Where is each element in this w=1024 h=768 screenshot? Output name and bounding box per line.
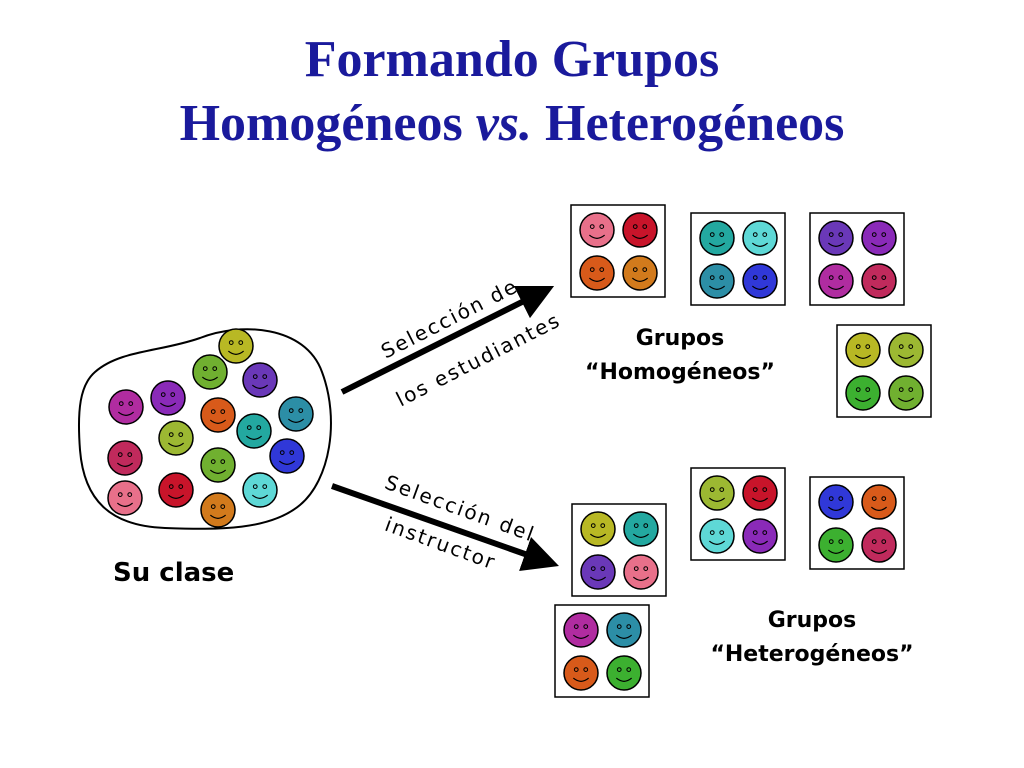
smiley-face-icon <box>200 447 236 483</box>
smiley-face-icon <box>622 212 658 248</box>
smiley-face-icon <box>200 492 236 528</box>
smiley-face-icon <box>699 475 735 511</box>
title-heterogeneos: Heterogéneos <box>532 95 845 152</box>
title-homogeneos: Homogéneos <box>179 95 476 152</box>
smiley-face-icon <box>861 220 897 256</box>
smiley-face-icon <box>742 220 778 256</box>
heterogeneous-label-1: Grupos <box>767 608 857 633</box>
smiley-face-icon <box>818 527 854 563</box>
smiley-face-icon <box>742 263 778 299</box>
smiley-face-icon <box>861 263 897 299</box>
smiley-face-icon <box>888 332 924 368</box>
heterogeneous-group <box>554 604 650 698</box>
homogeneous-groups <box>570 204 932 418</box>
smiley-face-icon <box>888 375 924 411</box>
smiley-face-icon <box>200 397 236 433</box>
smiley-face-icon <box>623 511 659 547</box>
smiley-face-icon <box>580 554 616 590</box>
title-line-2: Homogéneos vs. Heterogéneos <box>0 95 1024 152</box>
smiley-face-icon <box>278 396 314 432</box>
homogeneous-label-1: Grupos <box>635 326 725 351</box>
heterogeneous-groups <box>554 467 905 698</box>
heterogeneous-group <box>809 476 905 570</box>
homogeneous-group <box>690 212 786 306</box>
smiley-face-icon <box>242 362 278 398</box>
smiley-face-icon <box>845 332 881 368</box>
smiley-face-icon <box>580 511 616 547</box>
smiley-face-icon <box>606 612 642 648</box>
smiley-face-icon <box>623 554 659 590</box>
smiley-face-icon <box>579 255 615 291</box>
heterogeneous-label-2: “Heterogéneos” <box>710 642 914 667</box>
smiley-face-icon <box>192 354 228 390</box>
heterogeneous-group <box>571 503 667 597</box>
smiley-face-icon <box>107 480 143 516</box>
arrow-top <box>340 285 555 395</box>
smiley-face-icon <box>108 389 144 425</box>
smiley-face-icon <box>107 440 143 476</box>
smiley-face-icon <box>563 655 599 691</box>
smiley-face-icon <box>622 255 658 291</box>
smiley-face-icon <box>699 220 735 256</box>
smiley-face-icon <box>742 475 778 511</box>
heterogeneous-group <box>690 467 786 561</box>
homogeneous-label-2: “Homogéneos” <box>585 360 775 385</box>
smiley-face-icon <box>218 328 254 364</box>
smiley-face-icon <box>818 484 854 520</box>
smiley-face-icon <box>606 655 642 691</box>
class-members <box>107 328 314 528</box>
smiley-face-icon <box>699 518 735 554</box>
smiley-face-icon <box>150 380 186 416</box>
smiley-face-icon <box>861 484 897 520</box>
smiley-face-icon <box>242 472 278 508</box>
smiley-face-icon <box>845 375 881 411</box>
title-line-1: Formando Grupos <box>304 31 720 88</box>
smiley-face-icon <box>563 612 599 648</box>
smiley-face-icon <box>158 472 194 508</box>
smiley-face-icon <box>861 527 897 563</box>
smiley-face-icon <box>158 420 194 456</box>
smiley-face-icon <box>579 212 615 248</box>
homogeneous-group <box>809 212 905 306</box>
arrow-bottom <box>331 483 559 571</box>
smiley-face-icon <box>699 263 735 299</box>
smiley-face-icon <box>818 263 854 299</box>
class-label: Su clase <box>113 558 235 588</box>
class-blob <box>77 328 332 530</box>
smiley-face-icon <box>236 413 272 449</box>
homogeneous-group <box>836 324 932 418</box>
smiley-face-icon <box>818 220 854 256</box>
title-vs: vs. <box>475 95 533 152</box>
smiley-face-icon <box>742 518 778 554</box>
homogeneous-group <box>570 204 666 298</box>
smiley-face-icon <box>269 438 305 474</box>
